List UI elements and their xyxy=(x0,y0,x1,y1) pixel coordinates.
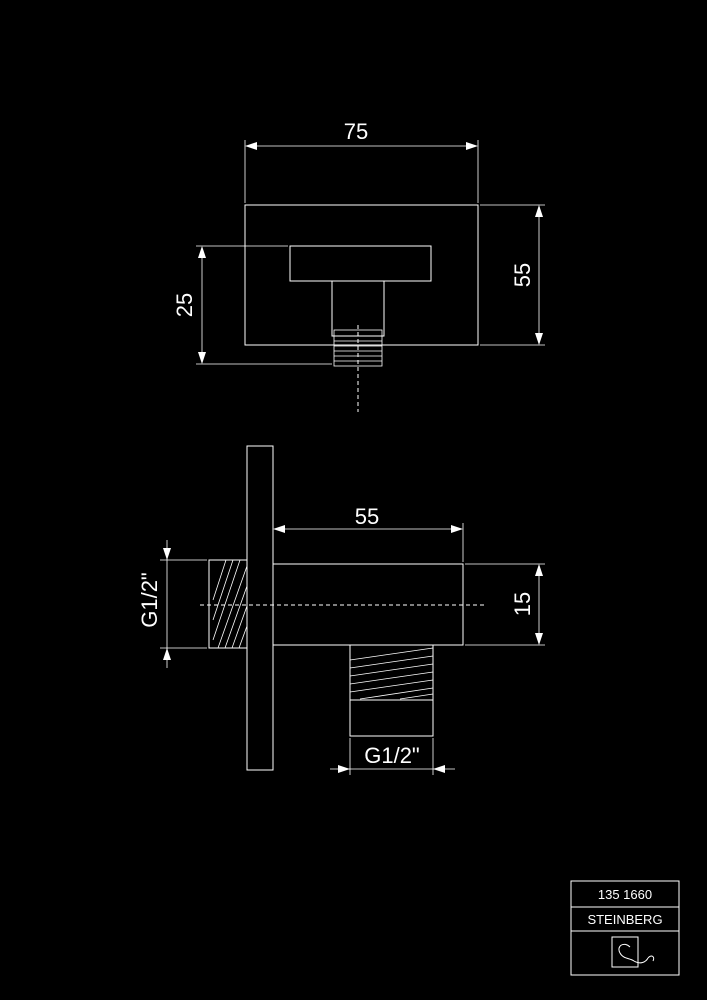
side-rear-thread xyxy=(208,559,248,649)
dim-top-height: 55 xyxy=(480,204,545,346)
dim-top-height-label: 55 xyxy=(510,263,535,287)
outlet-bar-outline xyxy=(289,245,432,282)
dim-top-width-label: 75 xyxy=(344,119,368,144)
dim-side-diameter-label: 15 xyxy=(510,592,535,616)
wall-plate-outline xyxy=(244,204,479,346)
dim-side-length: 55 xyxy=(273,504,464,562)
dim-side-diameter: 15 xyxy=(465,563,545,646)
dim-side-length-label: 55 xyxy=(355,504,379,529)
dim-side-rear-thread: G1/2" xyxy=(137,540,207,668)
brand-name: STEINBERG xyxy=(587,912,662,927)
title-block-frame xyxy=(570,880,680,976)
side-bottom-thread xyxy=(349,644,434,701)
dim-top-offset-label: 25 xyxy=(172,293,197,317)
dim-side-bottom-thread-label: G1/2" xyxy=(364,743,420,768)
title-block: 135 1660 STEINBERG xyxy=(570,880,680,976)
dim-top-offset: 25 xyxy=(172,245,332,365)
side-bottom-nut xyxy=(349,699,434,737)
steinberg-logo-icon xyxy=(611,936,655,968)
dim-side-bottom-thread: G1/2" xyxy=(330,738,455,775)
product-code: 135 1660 xyxy=(598,887,652,902)
dim-top-width: 75 xyxy=(244,119,479,203)
side-view: 55 15 G1/2" G1/2" xyxy=(137,445,545,775)
top-view: 75 55 25 xyxy=(172,119,545,412)
dim-side-rear-thread-label: G1/2" xyxy=(137,572,162,628)
side-wall-plate xyxy=(246,445,274,771)
